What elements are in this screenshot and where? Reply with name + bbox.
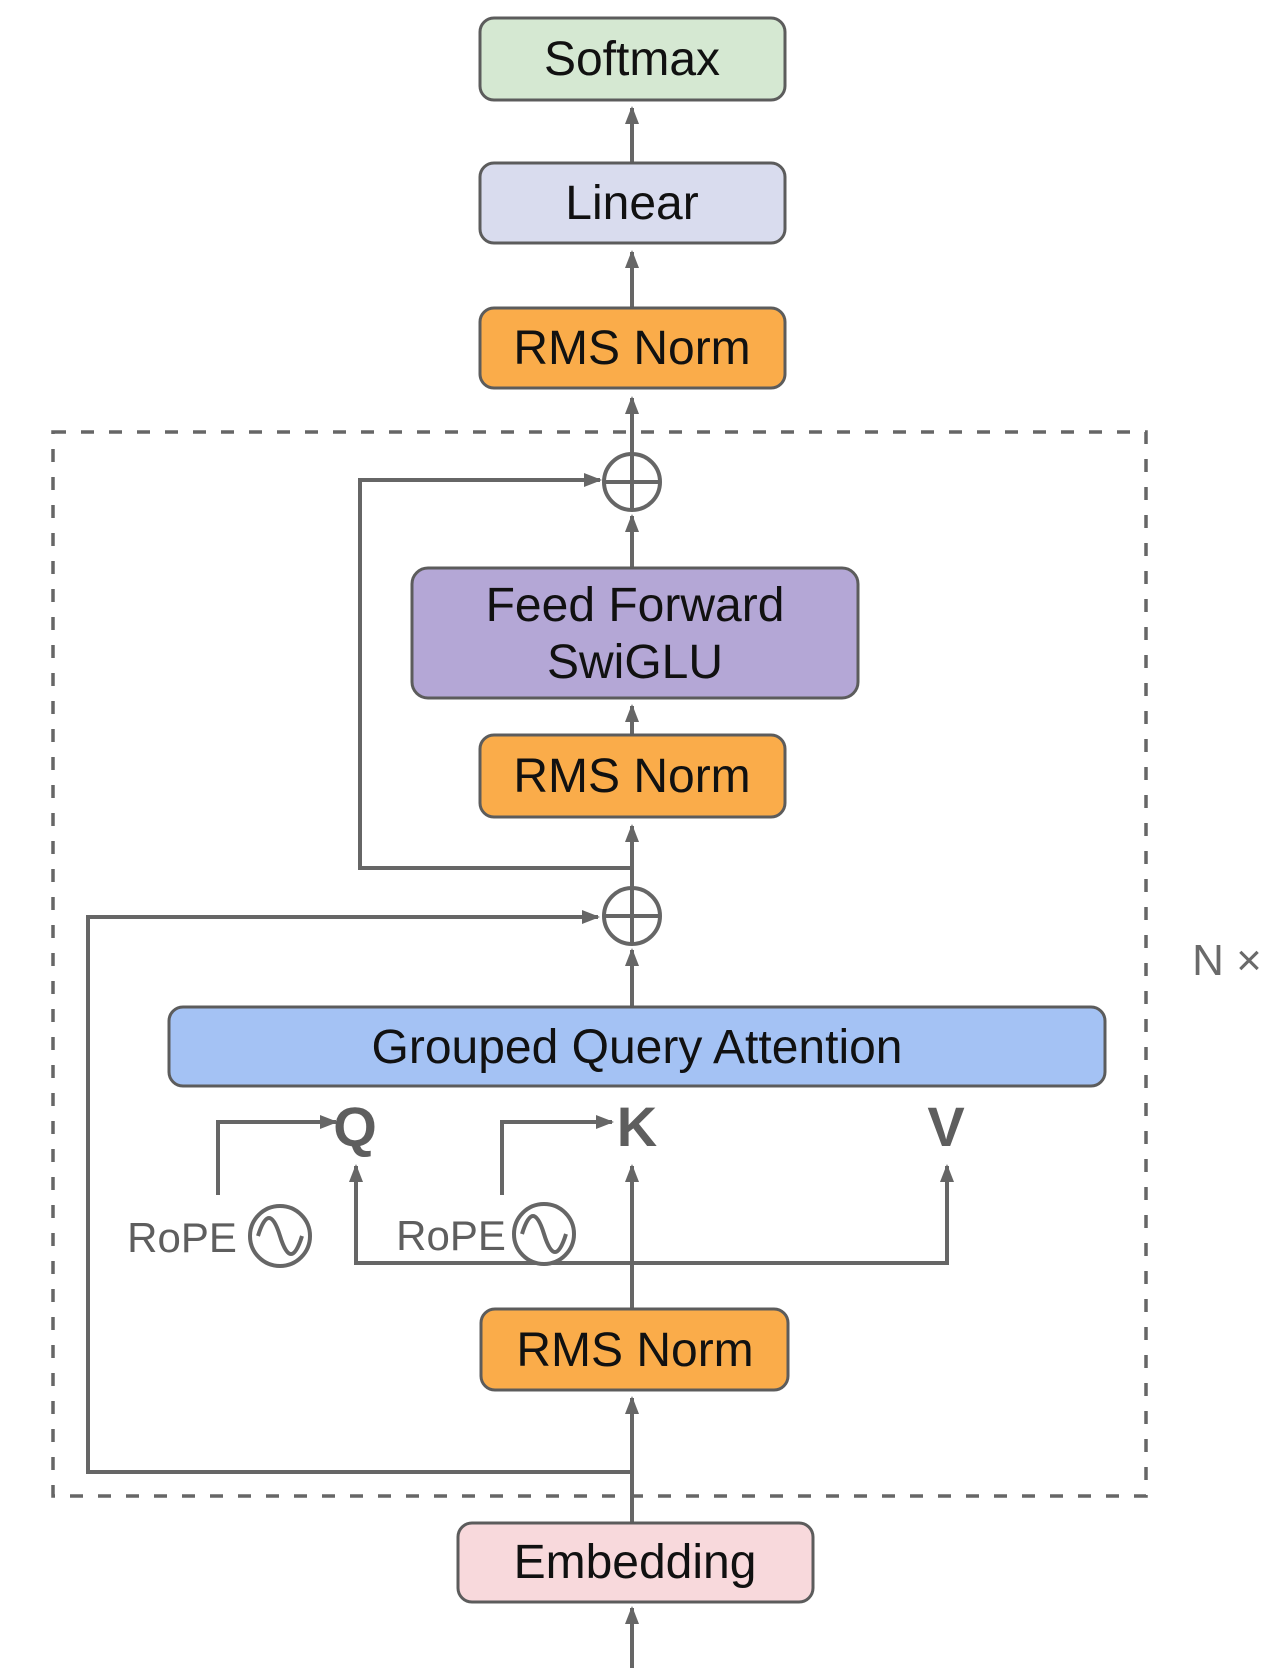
- grouped-query-attention-node: Grouped Query Attention: [167, 1005, 1107, 1088]
- feed-forward-node: Feed Forward SwiGLU: [410, 566, 860, 700]
- feed-forward-label-line2: SwiGLU: [547, 636, 723, 689]
- flow-arrow-rope-to-query: [216, 1115, 338, 1195]
- rms-norm-mid-box: [478, 733, 787, 819]
- grouped-query-attention-label: Grouped Query Attention: [372, 1021, 903, 1074]
- linear-box: [478, 161, 787, 245]
- transformer-block-boundary: [51, 430, 1148, 1498]
- rope-sine-icon: [248, 1204, 312, 1268]
- linear-label: Linear: [565, 177, 698, 230]
- rms-norm-mid-node: RMS Norm: [478, 733, 787, 819]
- linear-node: Linear: [478, 161, 787, 245]
- add-circle-icon: [602, 886, 662, 946]
- rms-norm-mid-label: RMS Norm: [513, 750, 750, 803]
- rms-norm-top-label: RMS Norm: [513, 322, 750, 375]
- rms-norm-top-node: RMS Norm: [478, 306, 787, 390]
- residual-connection-feedforward: [358, 473, 632, 870]
- rms-norm-bottom-node: RMS Norm: [479, 1307, 790, 1392]
- rope-sine-icon: [512, 1202, 576, 1266]
- grouped-query-attention-box: [167, 1005, 1107, 1088]
- repeat-count-label: N ×: [1192, 936, 1262, 985]
- rope-query-label: RoPE: [127, 1214, 237, 1261]
- embedding-label: Embedding: [514, 1536, 757, 1589]
- query-label: Q: [333, 1095, 377, 1158]
- flow-arrow-rope-to-key: [500, 1115, 614, 1195]
- rms-norm-bottom-box: [479, 1307, 790, 1392]
- embedding-node: Embedding: [456, 1521, 815, 1604]
- feed-forward-label-line1: Feed Forward: [486, 579, 785, 632]
- add-circle-icon: [602, 452, 662, 512]
- softmax-node: Softmax: [478, 16, 787, 102]
- rms-norm-top-box: [478, 306, 787, 390]
- softmax-box: [478, 16, 787, 102]
- flow-arrow-branch-to-value: [632, 1164, 954, 1265]
- rope-key-label: RoPE: [396, 1212, 506, 1259]
- softmax-label: Softmax: [544, 33, 720, 86]
- key-label: K: [617, 1095, 657, 1158]
- feed-forward-box: [410, 566, 860, 700]
- embedding-box: [456, 1521, 815, 1604]
- rms-norm-bottom-label: RMS Norm: [516, 1324, 753, 1377]
- residual-connection-attention: [86, 910, 632, 1474]
- value-label: V: [927, 1095, 964, 1158]
